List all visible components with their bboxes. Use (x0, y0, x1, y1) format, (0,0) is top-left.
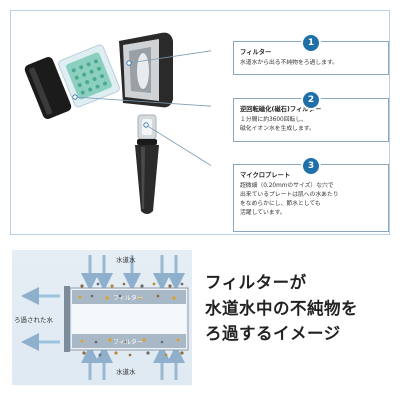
filtration-svg: フィルター フィルター 水道水 水道水 ろ過された水 (14, 255, 189, 380)
callout-connectors (72, 50, 211, 166)
callout-number-badge: 1 (301, 33, 321, 53)
filter-tube (64, 286, 189, 352)
headline-line-2: 水道水中の不純物を (205, 298, 358, 318)
handle (135, 145, 159, 214)
callout-description: 超微細（0.20mmのサイズ）な穴で 出来ているプレートは肌への水あたり をなめ… (240, 183, 339, 217)
filtration-diagram: フィルター フィルター 水道水 水道水 ろ過された水 (12, 250, 192, 385)
incoming-arrows-top (81, 255, 185, 291)
cap-part (24, 57, 72, 119)
callout-magnetic-filter: 2 逆回転磁化(磁石)フィルター １分間に約3600回転し、 磁化イオン水を生成… (233, 90, 389, 142)
outgoing-arrows-left (21, 287, 60, 351)
headline: フィルターが 水道水中の不純物を ろ過するイメージ (205, 270, 395, 347)
impurity-particles (78, 282, 184, 357)
callout-number-badge: 2 (301, 90, 321, 110)
callout-number-badge: 3 (301, 156, 321, 176)
product-feature-panel: 1 フィルター 水道水から出る不純物をろ過します。 2 逆回転磁化(磁石)フィル… (10, 10, 390, 235)
filter-label-bottom: フィルター (113, 338, 143, 346)
label-filtered-water: ろ過された水 (14, 315, 54, 324)
callout-description: １分間に約3600回転し、 磁化イオン水を生成します。 (240, 117, 315, 133)
callout-micro-plate: 3 マイクロプレート 超微細（0.20mmのサイズ）な穴で 出来ているプレートは… (233, 156, 389, 232)
callout-title: 逆回転磁化(磁石)フィルター (240, 106, 322, 113)
filter-cartridge (58, 44, 120, 108)
shower-head-illustration (24, 32, 211, 214)
headline-line-3: ろ過するイメージ (205, 324, 341, 344)
filter-label-top: フィルター (113, 294, 143, 302)
callout-title: フィルター (240, 49, 272, 56)
shower-head-housing (119, 32, 173, 108)
callout-title: マイクロプレート (240, 172, 291, 179)
label-tap-water-bottom: 水道水 (116, 367, 136, 376)
incoming-arrows-bottom (81, 345, 185, 380)
label-tap-water-top: 水道水 (116, 255, 136, 264)
headline-line-1: フィルターが (205, 273, 307, 292)
callout-filter: 1 フィルター 水道水から出る不純物をろ過します。 (233, 33, 389, 75)
callout-description: 水道水から出る不純物をろ過します。 (240, 60, 338, 67)
